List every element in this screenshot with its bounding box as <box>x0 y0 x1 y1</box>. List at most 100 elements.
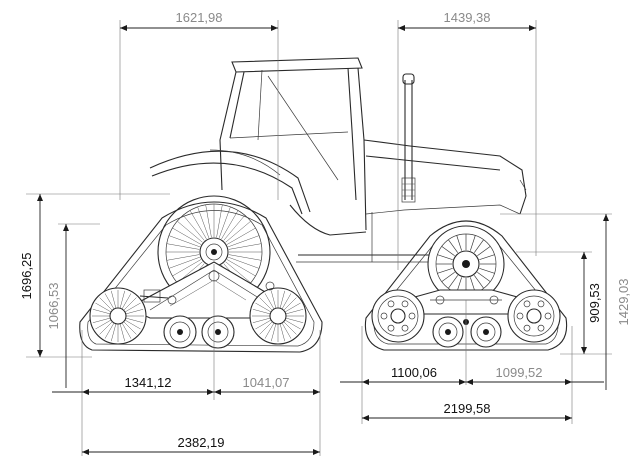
spoke-line <box>124 319 141 330</box>
spoke-line <box>281 293 292 310</box>
rear-idler-bolts-right <box>516 300 552 332</box>
spoke-line <box>477 271 491 282</box>
spoke-line <box>172 259 202 277</box>
bolt <box>523 324 531 332</box>
bolt <box>537 324 545 332</box>
spoke-line <box>228 256 260 269</box>
spoke-line <box>119 323 125 342</box>
bolt <box>544 312 552 320</box>
spoke-line <box>172 227 202 245</box>
spoke-line <box>281 322 292 339</box>
spoke-line <box>168 256 200 269</box>
dim-right-total-height: 1429,03 <box>616 279 631 326</box>
spoke-line <box>189 210 207 240</box>
spoke-line <box>124 302 141 313</box>
spoke-line <box>197 206 210 238</box>
rear-drive-wheel-teeth <box>436 234 496 294</box>
spoke-line <box>168 235 200 248</box>
spoke-line <box>125 309 144 315</box>
dim-front-rear-part: 1041,07 <box>243 375 290 390</box>
spoke-line <box>252 309 271 315</box>
spoke-line <box>123 297 137 311</box>
rear-track-unit <box>364 220 568 351</box>
spoke-line <box>123 321 137 335</box>
spoke-line <box>95 302 112 313</box>
dim-rear-front-part: 1100,06 <box>391 365 437 380</box>
dim-front-track-length: 2382,19 <box>178 435 225 450</box>
spoke-line <box>125 317 144 323</box>
spoke-line <box>456 235 463 251</box>
dim-top-left: 1621,98 <box>176 10 223 25</box>
bolt <box>408 312 416 320</box>
dim-front-half-length: 1341,12 <box>125 375 172 390</box>
bolt <box>401 300 409 308</box>
spoke-line <box>285 309 304 315</box>
spoke-line <box>284 302 301 313</box>
spoke-line <box>225 261 251 284</box>
dim-left-total-height: 1696,25 <box>19 253 34 300</box>
spoke-line <box>111 323 117 342</box>
spoke-line <box>221 210 239 240</box>
spoke-line <box>228 243 262 250</box>
dim-right-inner-height: 909,53 <box>587 283 602 323</box>
spoke-line <box>264 322 275 339</box>
spoke-line <box>448 275 459 289</box>
spoke-line <box>283 297 297 311</box>
spoke-line <box>121 322 132 339</box>
spoke-line <box>441 246 455 257</box>
spoke-line <box>479 254 495 261</box>
spoke-line <box>92 309 111 315</box>
rear-idler-bolts-left <box>380 300 416 332</box>
spoke-line <box>259 297 273 311</box>
dimension-labels: 1621,98 1439,38 1696,25 1066,53 909,53 1… <box>19 10 631 450</box>
spoke-line <box>271 290 277 309</box>
spoke-line <box>166 254 200 261</box>
spoke-line <box>104 293 115 310</box>
spoke-line <box>223 215 246 241</box>
spoke-line <box>99 297 113 311</box>
bolt <box>387 324 395 332</box>
spoke-line <box>92 317 111 323</box>
spoke-line <box>119 290 125 309</box>
spoke-line <box>283 321 297 335</box>
bolt <box>401 324 409 332</box>
spoke-line <box>99 321 113 335</box>
spoke-line <box>285 317 304 323</box>
spoke-line <box>441 271 455 282</box>
spoke-line <box>437 267 453 274</box>
spoke-line <box>228 235 260 248</box>
spoke-line <box>437 254 453 261</box>
spoke-line <box>177 220 203 243</box>
spoke-line <box>226 259 256 277</box>
bolt <box>516 312 524 320</box>
bolt <box>387 300 395 308</box>
spoke-line <box>264 293 275 310</box>
dimension-lines <box>26 20 612 456</box>
spoke-line <box>205 204 212 238</box>
spoke-line <box>479 267 495 274</box>
bolt <box>380 312 388 320</box>
spoke-line <box>271 323 277 342</box>
spoke-line <box>166 243 200 250</box>
spoke-line <box>255 319 272 330</box>
spoke-line <box>448 239 459 253</box>
bolt <box>523 300 531 308</box>
spoke-line <box>477 246 491 257</box>
spoke-line <box>95 319 112 330</box>
bolt <box>537 300 545 308</box>
spoke-line <box>104 322 115 339</box>
spoke-line <box>225 220 251 243</box>
spoke-line <box>259 321 273 335</box>
spoke-line <box>226 227 256 245</box>
dim-top-right: 1439,38 <box>444 10 491 25</box>
spoke-line <box>228 254 262 261</box>
spoke-line <box>255 302 272 313</box>
spoke-line <box>473 275 484 289</box>
dim-rear-track-length: 2199,58 <box>444 401 491 416</box>
spoke-line <box>216 204 223 238</box>
spoke-line <box>121 293 132 310</box>
spoke-line <box>473 239 484 253</box>
spoke-line <box>252 317 271 323</box>
spoke-line <box>469 235 476 251</box>
